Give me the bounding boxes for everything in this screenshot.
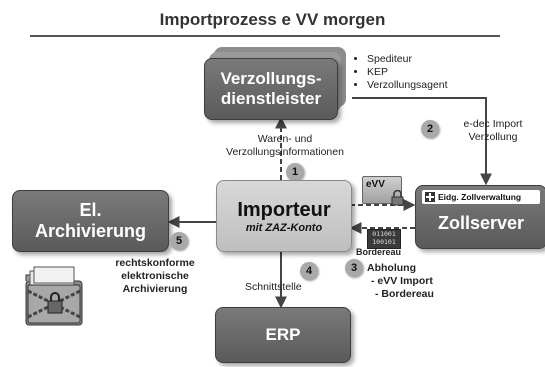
waren-label-line1: Waren- und bbox=[257, 133, 313, 145]
page-title: Importprozess e VV morgen bbox=[159, 10, 386, 29]
zollserver-title: Zollserver bbox=[437, 213, 525, 233]
list-item: KEP bbox=[367, 66, 448, 79]
bordereau-label: Bordereau bbox=[356, 247, 402, 257]
archiv-desc-line2: elektronische bbox=[121, 270, 189, 282]
abholung-item-1: - eVV Import bbox=[371, 275, 433, 287]
schnittstelle-label: Schnittstelle bbox=[245, 281, 302, 293]
swiss-cross-icon bbox=[425, 192, 435, 202]
importeur-box[interactable]: Importeur mit ZAZ-Konto bbox=[216, 180, 352, 252]
step-badge-2: 2 bbox=[421, 120, 439, 138]
archiv-desc-line3: Archivierung bbox=[122, 283, 188, 295]
step-badge-5: 5 bbox=[170, 232, 188, 250]
service-provider-list: Spediteur KEP Verzollungsagent bbox=[355, 53, 448, 92]
erp-title: ERP bbox=[265, 325, 301, 344]
dienstleister-line1: Verzollungs- bbox=[220, 69, 322, 88]
binary-line1: 011001 bbox=[372, 230, 396, 238]
dienstleister-line2: dienstleister bbox=[220, 89, 322, 108]
list-item: Verzollungsagent bbox=[367, 79, 448, 92]
edec-label-line2: Verzollung bbox=[468, 131, 518, 143]
step-badge-1: 1 bbox=[286, 163, 304, 181]
list-item: Spediteur bbox=[367, 53, 448, 66]
importeur-title: Importeur bbox=[237, 199, 331, 221]
zollverwaltung-header: Eidg. Zollverwaltung bbox=[422, 190, 540, 204]
archivierung-box[interactable]: El. Archivierung bbox=[12, 190, 169, 252]
abholung-item-2: - Bordereau bbox=[375, 288, 434, 300]
abholung-title: Abholung bbox=[367, 262, 416, 274]
zollserver-box[interactable]: Eidg. Zollverwaltung Zollserver bbox=[415, 185, 545, 249]
edec-label: e-dec Import Verzollung bbox=[448, 118, 538, 144]
title-divider bbox=[30, 35, 500, 37]
lock-icon bbox=[391, 190, 404, 206]
archiv-desc-line1: rechtskonforme bbox=[115, 257, 195, 269]
archiv-description: rechtskonforme elektronische Archivierun… bbox=[95, 257, 215, 296]
zollverwaltung-label: Eidg. Zollverwaltung bbox=[438, 192, 522, 202]
evv-document-icon: eVV bbox=[362, 176, 402, 204]
bordereau-data-icon: 011001 100101 bbox=[367, 229, 401, 249]
edec-label-line1: e-dec Import bbox=[463, 118, 523, 130]
step-badge-4: 4 bbox=[300, 262, 318, 280]
binary-line2: 100101 bbox=[372, 238, 396, 246]
evv-tag-label: eVV bbox=[366, 179, 385, 190]
step-badge-3: 3 bbox=[345, 259, 363, 277]
verzollungsdienstleister-box[interactable]: Verzollungs- dienstleister bbox=[204, 58, 338, 120]
waren-label-line2: Verzollungsinformationen bbox=[226, 146, 344, 158]
locked-folder-icon bbox=[25, 266, 83, 326]
erp-box[interactable]: ERP bbox=[215, 307, 351, 363]
archiv-line2: Archivierung bbox=[34, 221, 147, 241]
arrow-dienstleister-to-zollserver bbox=[352, 97, 492, 186]
abholung-label: Abholung - eVV Import - Bordereau bbox=[367, 262, 434, 301]
waren-info-label: Waren- und Verzollungsinformationen bbox=[200, 133, 370, 159]
importeur-subtitle: mit ZAZ-Konto bbox=[245, 222, 323, 234]
archiv-line1: El. bbox=[79, 200, 102, 220]
